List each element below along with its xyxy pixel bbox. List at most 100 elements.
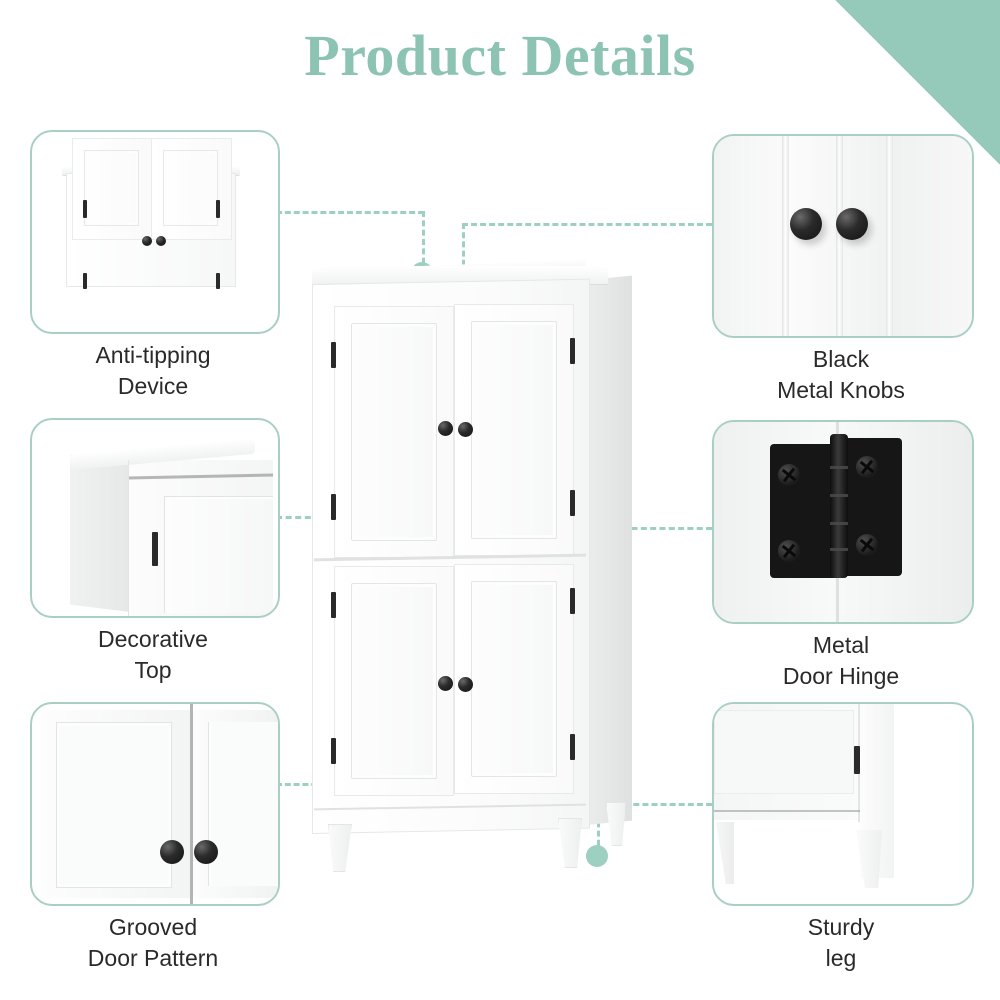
door-recessed-panel bbox=[714, 710, 854, 794]
left-door-recessed-panel bbox=[56, 722, 172, 888]
caption-line-1: Decorative bbox=[98, 626, 208, 652]
connector-knobs-horizontal bbox=[462, 223, 712, 226]
caption-line-1: Metal bbox=[812, 632, 870, 658]
feature-card-black-metal-knobs[interactable]: Black Metal Knobs bbox=[712, 134, 974, 403]
feature-image-frame bbox=[712, 702, 974, 906]
door-recessed-panel bbox=[164, 496, 273, 613]
closeup-knob-left bbox=[142, 236, 152, 246]
cabinet-upper-left-door bbox=[334, 306, 454, 558]
feature-card-sturdy-leg[interactable]: Sturdy leg bbox=[712, 702, 974, 971]
door-groove-1 bbox=[782, 136, 789, 336]
caption-line-2: Door Hinge bbox=[782, 663, 900, 689]
hinge-screw-bottom-left bbox=[778, 540, 800, 562]
cabinet-lower-left-door bbox=[334, 566, 454, 796]
feature-caption-grooved-door-pattern: Grooved Door Pattern bbox=[10, 912, 296, 974]
caption-line-2: Device bbox=[117, 373, 189, 399]
hinge-lower-left-top bbox=[331, 592, 336, 618]
closeup-right-door-panel bbox=[151, 138, 230, 238]
closeup-left-door-panel bbox=[72, 138, 151, 238]
cabinet-leg-front-left bbox=[328, 824, 352, 872]
knob-lower-right bbox=[458, 677, 473, 692]
hinge-screw-top-left bbox=[778, 464, 800, 486]
hinge-upper-left-top bbox=[331, 342, 336, 368]
knuckle-band-3 bbox=[830, 522, 848, 525]
feature-card-decorative-top[interactable]: Decorative Top bbox=[30, 418, 280, 683]
art-grooved-door-pattern bbox=[32, 704, 278, 904]
closeup-knob-left bbox=[160, 840, 184, 864]
art-sturdy-leg bbox=[714, 704, 972, 904]
hinge-upper-left-bottom bbox=[331, 494, 336, 520]
door-groove-2 bbox=[836, 136, 843, 336]
caption-line-1: Black bbox=[812, 346, 870, 372]
closeup-hinge bbox=[854, 746, 860, 774]
closeup-hinge-right-bottom bbox=[216, 273, 220, 289]
art-anti-tipping-device bbox=[32, 132, 278, 332]
feature-caption-decorative-top: Decorative Top bbox=[10, 624, 296, 686]
feature-caption-sturdy-leg: Sturdy leg bbox=[692, 912, 990, 974]
page-title: Product Details bbox=[304, 23, 696, 88]
caption-line-2: Metal Knobs bbox=[777, 377, 905, 403]
feature-caption-metal-door-hinge: Metal Door Hinge bbox=[692, 630, 990, 692]
black-metal-knob-left bbox=[790, 208, 822, 240]
caption-line-1: Anti-tipping bbox=[95, 342, 211, 368]
hinge-upper-right-top bbox=[570, 338, 575, 364]
hero-product-image bbox=[312, 258, 632, 872]
art-decorative-top bbox=[32, 420, 278, 616]
closeup-right-door bbox=[151, 138, 232, 240]
door-recessed-panel bbox=[351, 323, 437, 541]
cabinet-leg-front-right bbox=[558, 818, 582, 868]
door-recessed-panel bbox=[351, 583, 437, 779]
closeup-hinge-left-bottom bbox=[83, 273, 87, 289]
knob-upper-left bbox=[438, 421, 453, 436]
right-door-recessed-panel bbox=[208, 722, 278, 886]
knuckle-band-2 bbox=[830, 494, 848, 497]
cabinet-side-panel bbox=[586, 275, 632, 826]
hinge-lower-right-top bbox=[570, 588, 575, 614]
hinge-lower-left-bottom bbox=[331, 738, 336, 764]
closeup-knob-right bbox=[194, 840, 218, 864]
caption-line-2: Top bbox=[134, 657, 172, 683]
caption-line-1: Sturdy bbox=[807, 914, 875, 940]
hinge-lower-right-bottom bbox=[570, 734, 575, 760]
hinge-barrel-knuckle bbox=[830, 434, 848, 578]
door-groove-3 bbox=[886, 136, 893, 336]
art-metal-door-hinge bbox=[714, 422, 972, 622]
cabinet-left-side-face bbox=[70, 454, 130, 612]
feature-card-anti-tipping-device[interactable]: Anti-tipping Device bbox=[30, 130, 280, 399]
cabinet-leg-back-right bbox=[606, 802, 626, 846]
knob-lower-left bbox=[438, 676, 453, 691]
cabinet-bottom-rail bbox=[714, 810, 860, 812]
feature-card-metal-door-hinge[interactable]: Metal Door Hinge bbox=[712, 420, 974, 689]
closeup-hinge-left-top bbox=[83, 200, 87, 218]
feature-image-frame bbox=[30, 702, 280, 906]
caption-line-2: leg bbox=[825, 945, 857, 971]
door-recessed-panel bbox=[471, 581, 557, 777]
connector-anti-tipping-horizontal bbox=[276, 211, 424, 214]
hinge-upper-right-bottom bbox=[570, 490, 575, 516]
black-metal-knob-right bbox=[836, 208, 868, 240]
feature-image-frame bbox=[712, 420, 974, 624]
caption-line-2: Door Pattern bbox=[87, 945, 219, 971]
door-recessed-panel bbox=[471, 321, 557, 539]
closeup-knob-right bbox=[156, 236, 166, 246]
hinge-screw-top-right bbox=[856, 456, 878, 478]
closeup-hinge bbox=[152, 532, 158, 566]
cabinet-upper-right-door bbox=[454, 304, 574, 556]
sturdy-leg-left bbox=[716, 822, 734, 884]
caption-line-1: Grooved bbox=[108, 914, 198, 940]
feature-card-grooved-door-pattern[interactable]: Grooved Door Pattern bbox=[30, 702, 280, 971]
closeup-hinge-right-top bbox=[216, 200, 220, 218]
knuckle-band-4 bbox=[830, 548, 848, 551]
door-gap-seam bbox=[190, 704, 193, 904]
cabinet-lower-right-door bbox=[454, 564, 574, 794]
corner-seam bbox=[128, 460, 129, 616]
feature-image-frame bbox=[30, 130, 280, 334]
feature-caption-anti-tipping-device: Anti-tipping Device bbox=[10, 340, 296, 402]
knuckle-band-1 bbox=[830, 466, 848, 469]
hinge-screw-bottom-right bbox=[856, 534, 878, 556]
art-black-metal-knobs bbox=[714, 136, 972, 336]
feature-image-frame bbox=[712, 134, 974, 338]
callout-dot-sturdy-leg bbox=[586, 845, 608, 867]
knob-upper-right bbox=[458, 422, 473, 437]
